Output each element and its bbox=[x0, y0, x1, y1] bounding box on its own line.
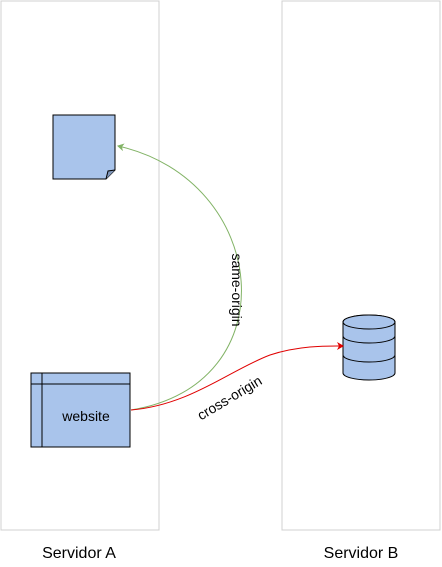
cross-origin-label: cross-origin bbox=[194, 372, 264, 423]
document-node[interactable] bbox=[52, 114, 116, 180]
same-origin-label: same-origin bbox=[229, 253, 245, 326]
server-a-panel bbox=[0, 0, 160, 531]
cross-origin-edge[interactable] bbox=[130, 341, 344, 411]
server-b-panel bbox=[281, 0, 441, 531]
server-a-label: Servidor A bbox=[42, 545, 116, 562]
document-fold bbox=[105, 169, 116, 180]
database-ring-1 bbox=[342, 335, 396, 344]
website-label: website bbox=[61, 408, 110, 424]
database-top bbox=[342, 314, 396, 330]
document-icon bbox=[52, 114, 116, 180]
same-origin-edge[interactable] bbox=[117, 143, 242, 411]
database-node[interactable] bbox=[342, 314, 396, 381]
server-b-label: Servidor B bbox=[324, 545, 399, 562]
window-icon bbox=[30, 372, 131, 448]
website-node[interactable]: website bbox=[30, 372, 131, 448]
database-ring-2 bbox=[342, 354, 396, 363]
